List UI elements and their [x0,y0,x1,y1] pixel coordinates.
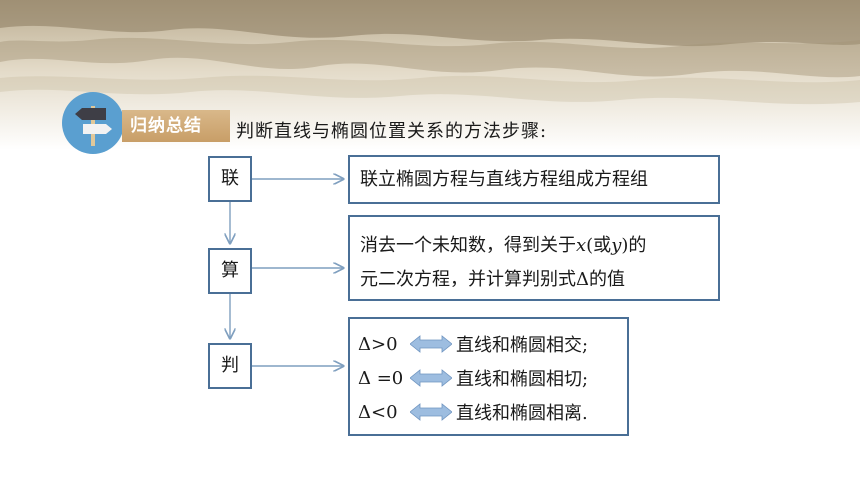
var-y: y [611,235,622,256]
condition-row: Δ>0 直线和椭圆相交; [358,327,619,361]
condition-symbol: Δ =0 [358,367,404,389]
condition-symbol: Δ<0 [358,401,398,423]
desc-box-suan: 消去一个未知数，得到关于x(或y)的 元二次方程，并计算判别式Δ的值 [348,215,720,301]
step-box-pan: 判 [208,343,252,389]
badge-summary-label: 归纳总结 [122,110,230,142]
double-arrow-icon [410,403,452,421]
desc-suan-line2: 元二次方程，并计算判别式Δ的值 [360,269,625,290]
double-arrow-icon [410,369,452,387]
signpost-icon [75,106,112,146]
desc-suan-line1: 消去一个未知数，得到关于x(或y)的 [360,235,647,256]
condition-symbol: Δ>0 [358,333,398,355]
desc-lian-text: 联立椭圆方程与直线方程组成方程组 [360,169,648,190]
condition-result: 直线和椭圆相切; [456,369,589,390]
step-box-suan: 算 [208,248,252,294]
desc-box-pan: Δ>0 直线和椭圆相交; Δ =0 直线和椭圆相切; Δ<0 直线和椭圆相离. [348,317,629,436]
condition-row: Δ =0 直线和椭圆相切; [358,361,619,395]
double-arrow-icon [410,335,452,353]
page-heading: 判断直线与椭圆位置关系的方法步骤: [236,121,548,142]
condition-result: 直线和椭圆相离. [456,403,588,424]
condition-row: Δ<0 直线和椭圆相离. [358,395,619,429]
step-box-lian: 联 [208,156,252,202]
desc-box-lian: 联立椭圆方程与直线方程组成方程组 [348,155,720,204]
var-x: x [576,235,587,256]
badge-circle [62,92,124,154]
condition-result: 直线和椭圆相交; [456,335,589,356]
